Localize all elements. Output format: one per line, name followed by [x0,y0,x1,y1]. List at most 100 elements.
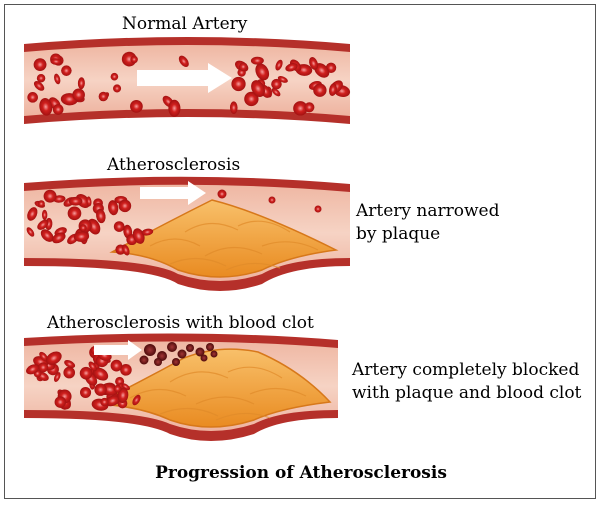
panel-2-note-line-1: Artery narrowed [356,201,500,221]
red-blood-cell [328,83,337,96]
red-blood-cell [80,386,92,399]
red-blood-cell [154,358,162,366]
red-blood-cell [120,364,132,376]
red-blood-cell [37,200,45,208]
red-blood-cell [293,101,308,116]
red-blood-cell [168,99,181,117]
red-blood-cell [186,344,194,352]
blood-clot [139,342,218,366]
red-blood-cell [94,383,107,396]
red-blood-cell [86,196,92,207]
red-blood-cell [275,59,283,71]
red-blood-cell [122,244,130,256]
plaque-texture-line [184,222,239,233]
red-blood-cell [210,350,218,358]
red-blood-cell [105,395,120,407]
red-blood-cell [64,360,76,369]
red-blood-cell [93,367,109,381]
red-blood-cell [38,362,49,373]
flow-arrow [94,340,142,360]
red-blood-cell [130,55,138,64]
red-blood-cell [73,231,90,242]
red-blood-cell [113,221,125,232]
plaque-texture [149,220,319,271]
blocked-artery [24,333,338,441]
red-blood-cell [268,196,276,204]
red-blood-cell [52,232,66,244]
red-blood-cell [100,397,109,407]
red-blood-cell [132,394,141,406]
red-blood-cell [79,366,93,380]
plaque-texture-line [159,407,219,417]
red-blood-cell [113,84,122,93]
diagram-caption: Progression of Atherosclerosis [155,463,447,483]
red-blood-cell [26,364,40,375]
red-blood-cell [178,55,189,67]
red-blood-cell [68,196,83,206]
red-blood-cell [77,77,85,90]
red-blood-cell [313,83,327,97]
plaque-texture-line [249,387,307,397]
red-blood-cell [309,57,319,70]
red-blood-cell [200,354,208,362]
normal-artery [24,37,351,124]
panel-1-label: Normal Artery [122,14,248,34]
red-blood-cell [206,343,214,351]
red-blood-cell [41,209,48,221]
red-blood-cell [72,88,85,102]
red-blood-cell [177,349,187,359]
red-blood-cell [39,351,48,362]
red-blood-cells [26,189,322,256]
red-blood-cell [229,101,238,114]
red-blood-cell [98,91,109,102]
red-blood-cell [314,63,330,78]
red-blood-cell [238,62,248,72]
red-blood-cell [314,205,322,213]
red-blood-cell [27,92,38,103]
plaque-texture-line [169,371,229,383]
narrowed-artery [24,176,350,291]
red-blood-cell [271,88,281,97]
red-blood-cell [217,189,227,199]
red-blood-cell [271,78,282,90]
plaque-texture-line [227,366,283,379]
panel-2-note-line-2: by plaque [356,224,441,244]
red-blood-cell [244,91,259,107]
red-blood-cell [304,102,315,113]
flow-arrow [137,63,232,93]
plaque-texture-line [215,412,271,421]
red-blood-cell [27,207,38,221]
red-blood-cell [250,56,264,65]
plaque-texture-line [225,262,281,271]
plaque-texture-line [149,238,201,247]
red-blood-cell [54,396,67,408]
red-blood-cell [172,358,180,366]
flow-arrow [140,181,206,205]
red-blood-cell [53,372,61,382]
red-blood-cell [251,80,265,98]
red-blood-cell [37,219,49,230]
red-blood-cell [130,100,143,113]
red-blood-cell [54,73,61,85]
red-blood-cell [285,63,298,72]
red-blood-cell [26,227,35,237]
red-blood-cell [255,63,270,81]
red-blood-cell [46,351,62,365]
plaque-texture [129,366,307,421]
red-blood-cell [52,104,64,115]
red-blood-cell [110,72,119,81]
red-blood-cell [67,206,82,221]
red-blood-cell [79,224,87,232]
red-blood-cell [121,383,131,391]
red-blood-cell [139,355,149,365]
red-blood-cell [33,81,45,91]
red-blood-cell [33,58,47,72]
red-blood-cell [61,65,72,76]
red-blood-cell [144,344,156,356]
red-blood-cell [39,98,53,116]
red-blood-cell [96,208,106,224]
red-blood-cell [277,76,288,83]
red-blood-cells [27,51,351,117]
